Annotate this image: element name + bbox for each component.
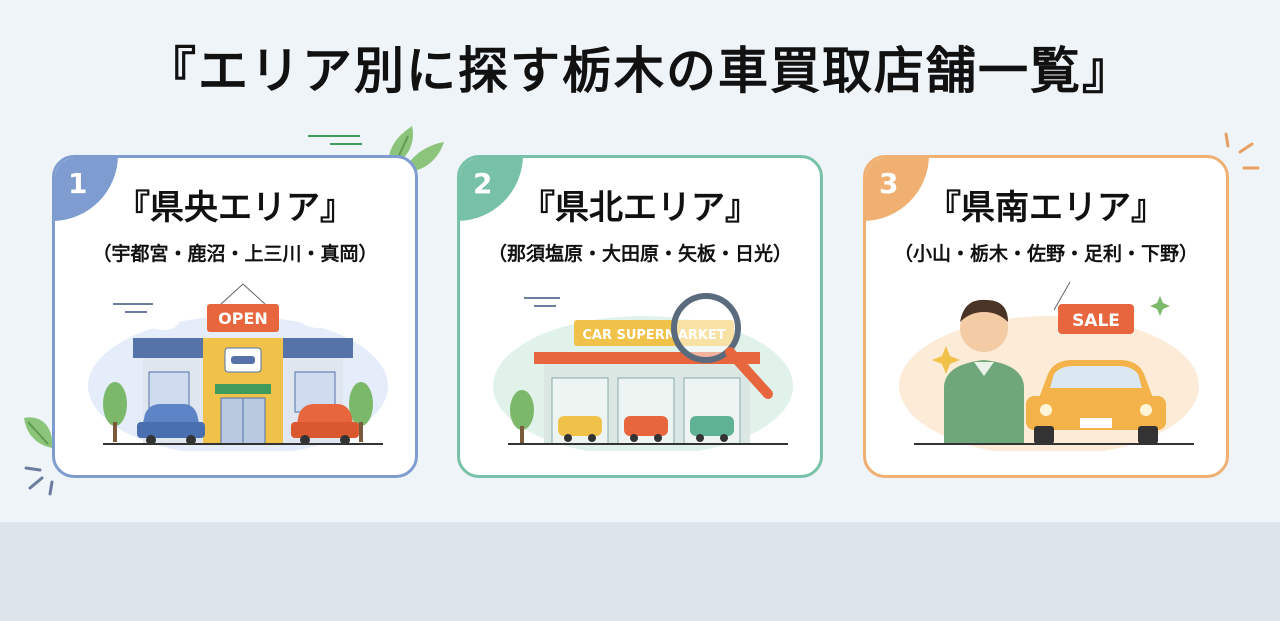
tree-icon — [510, 390, 534, 444]
open-sign: OPEN — [218, 309, 268, 328]
area-card-kenpoku[interactable]: 2 『県北エリア』 （那須塩原・大田原・矢板・日光） CAR SUPERMARK… — [457, 155, 823, 478]
car-icon — [624, 416, 668, 442]
tree-icon — [349, 382, 373, 442]
car-icon — [558, 416, 602, 442]
car-icon — [231, 356, 255, 364]
page-title: 『エリア別に探す栃木の車買取店舗一覧』 — [146, 42, 1134, 100]
card-title: 『県南エリア』 — [927, 188, 1165, 228]
car-icon — [690, 416, 734, 442]
tree-icon — [103, 382, 127, 442]
sparkle-icon — [1224, 132, 1260, 170]
cloud-icon — [147, 312, 337, 330]
sparkle-icon — [932, 346, 960, 374]
card-title: 『県央エリア』 — [116, 188, 354, 228]
card-subtitle: （那須塩原・大田原・矢板・日光） — [487, 243, 792, 265]
salesman-with-car-illustration: SALE — [899, 281, 1199, 451]
magnifier-icon — [671, 293, 773, 399]
leaf-icon — [24, 417, 54, 496]
car-icon — [291, 404, 359, 445]
card-subtitle: （宇都宮・鹿沼・上三川・真岡） — [92, 243, 378, 265]
sale-sign: SALE — [1072, 311, 1120, 331]
card-title: 『県北エリア』 — [521, 188, 759, 228]
car-supermarket-illustration: CAR SUPERMARKET — [493, 293, 793, 451]
area-card-kennan[interactable]: 3 『県南エリア』 （小山・栃木・佐野・足利・下野） SALE — [863, 155, 1229, 478]
card-number-badge: 2 — [460, 158, 523, 221]
sparkle-icon — [1150, 296, 1170, 316]
car-icon — [1026, 360, 1166, 444]
bottom-band — [0, 522, 1280, 621]
car-icon — [137, 404, 205, 445]
area-card-kenou[interactable]: 1 『県央エリア』 （宇都宮・鹿沼・上三川・真岡） OPEN — [52, 155, 418, 478]
car-dealership-illustration: OPEN — [88, 283, 388, 451]
card-subtitle: （小山・栃木・佐野・足利・下野） — [893, 243, 1198, 265]
